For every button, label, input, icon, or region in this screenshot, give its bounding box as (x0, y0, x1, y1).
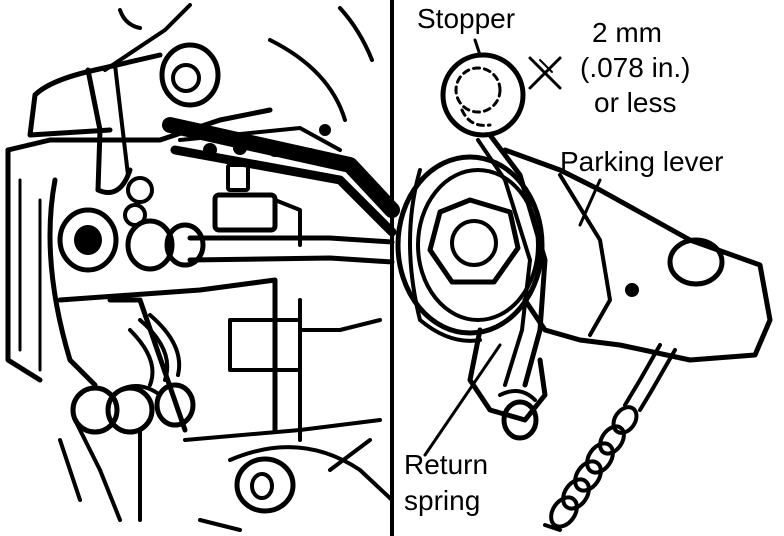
parking-lever-detail (395, 38, 773, 532)
parking-lever-outline (502, 147, 773, 363)
return-spring-label-line1: Return (404, 449, 489, 480)
clearance-x-mark (528, 56, 562, 90)
parking-lever-leader (578, 178, 602, 227)
stopper-circle (440, 52, 526, 138)
lever-hole (667, 237, 725, 287)
stopper-label: Stopper (417, 3, 516, 34)
clearance-label-line3: or less (594, 87, 677, 118)
parking-lever-label: Parking lever (560, 146, 724, 177)
cable-boot (549, 405, 639, 529)
caliper-assembly (5, 3, 400, 532)
return-spring-leader (423, 343, 502, 457)
return-spring-label-line2: spring (404, 485, 481, 516)
clearance-label-line2: (.078 in.) (580, 52, 691, 83)
clearance-label-line1: 2 mm (592, 17, 662, 48)
